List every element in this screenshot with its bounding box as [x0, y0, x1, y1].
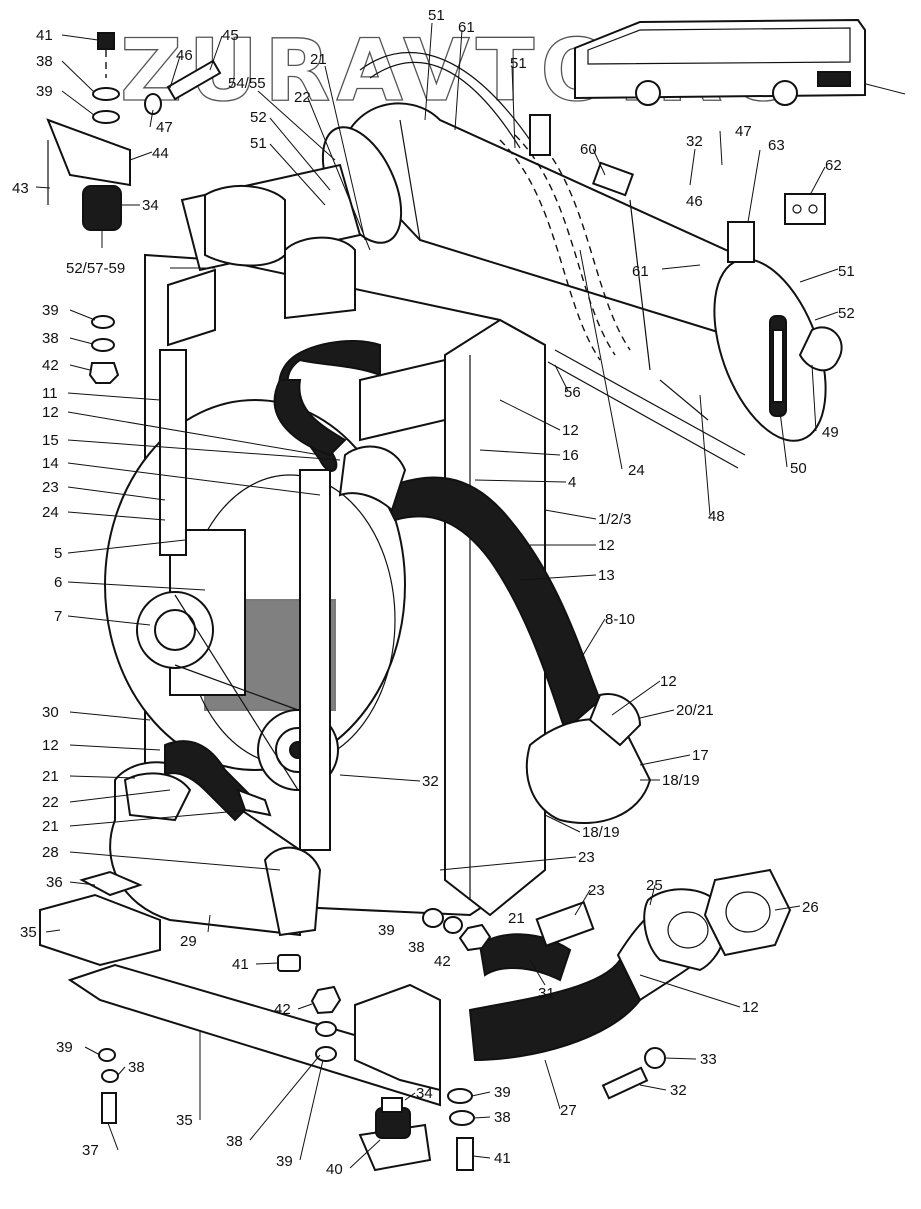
label-12-f: 12: [742, 999, 759, 1016]
label-47-right: 47: [735, 123, 752, 140]
label-35-left: 35: [20, 924, 37, 941]
label-32-low: 32: [670, 1082, 687, 1099]
label-39-mid: 39: [378, 922, 395, 939]
label-12-d: 12: [660, 673, 677, 690]
label-51-mid: 51: [510, 55, 527, 72]
label-43: 43: [12, 180, 29, 197]
label-37: 37: [82, 1142, 99, 1159]
label-46-top: 46: [176, 47, 193, 64]
label-5: 5: [54, 545, 62, 562]
part-labels: 41 38 39 47 46 45 54/55 52 51 21 22 51 6…: [12, 7, 855, 1178]
label-17: 17: [692, 747, 709, 764]
label-28: 28: [42, 844, 59, 861]
label-18-19-a: 18/19: [662, 772, 700, 789]
label-47-top: 47: [156, 119, 173, 136]
label-49: 49: [822, 424, 839, 441]
label-4: 4: [568, 474, 576, 491]
label-46-right: 46: [686, 193, 703, 210]
label-42-lower: 42: [274, 1001, 291, 1018]
label-27: 27: [560, 1102, 577, 1119]
label-42-mid: 42: [434, 953, 451, 970]
label-41-low: 41: [494, 1150, 511, 1167]
label-38-top: 38: [36, 53, 53, 70]
label-12-e: 12: [42, 737, 59, 754]
label-24-right: 24: [628, 462, 645, 479]
label-32-mid: 32: [422, 773, 439, 790]
label-35-low: 35: [176, 1112, 193, 1129]
label-16: 16: [562, 447, 579, 464]
label-22-lower: 22: [42, 794, 59, 811]
label-21-b: 21: [42, 818, 59, 835]
label-34-low: 34: [416, 1085, 433, 1102]
label-61-right: 61: [632, 263, 649, 280]
label-12-a: 12: [42, 404, 59, 421]
label-12-c: 12: [598, 537, 615, 554]
label-54-55: 54/55: [228, 75, 266, 92]
label-14: 14: [42, 455, 59, 472]
label-39-top: 39: [36, 83, 53, 100]
label-12-b: 12: [562, 422, 579, 439]
label-51-right: 51: [838, 263, 855, 280]
label-40: 40: [326, 1161, 343, 1178]
label-38-right-low: 38: [494, 1109, 511, 1126]
label-61-top: 61: [458, 19, 475, 36]
label-56: 56: [564, 384, 581, 401]
label-23-mid: 23: [578, 849, 595, 866]
label-21-a: 21: [42, 768, 59, 785]
label-8-10: 8-10: [605, 611, 635, 628]
muffler: [321, 102, 827, 442]
label-51-top: 51: [428, 7, 445, 24]
label-50: 50: [790, 460, 807, 477]
mount-bolt-stack: [92, 32, 222, 124]
label-38-left-low: 38: [128, 1059, 145, 1076]
label-52-right: 52: [838, 305, 855, 322]
label-38-left: 38: [42, 330, 59, 347]
label-32-top: 32: [686, 133, 703, 150]
label-18-19-b: 18/19: [582, 824, 620, 841]
label-38-mid: 38: [408, 939, 425, 956]
label-60: 60: [580, 141, 597, 158]
label-39-left-low: 39: [56, 1039, 73, 1056]
label-33: 33: [700, 1051, 717, 1068]
label-42-left: 42: [42, 357, 59, 374]
label-1-2-3: 1/2/3: [598, 511, 631, 528]
label-29: 29: [180, 933, 197, 950]
label-22-top: 22: [294, 89, 311, 106]
leader-lines: [35, 22, 839, 1169]
label-34-top: 34: [142, 197, 159, 214]
label-45: 45: [222, 27, 239, 44]
label-39-left: 39: [42, 302, 59, 319]
label-39-right-low: 39: [494, 1084, 511, 1101]
label-30: 30: [42, 704, 59, 721]
label-52-top: 52: [250, 109, 267, 126]
label-36: 36: [46, 874, 63, 891]
label-23-right: 23: [588, 882, 605, 899]
label-21-c: 21: [508, 910, 525, 927]
label-48: 48: [708, 508, 725, 525]
label-7: 7: [54, 608, 62, 625]
label-20-21: 20/21: [676, 702, 714, 719]
label-62: 62: [825, 157, 842, 174]
label-24-left: 24: [42, 504, 59, 521]
label-41-top: 41: [36, 27, 53, 44]
bus-icon: [574, 18, 906, 106]
label-51-left: 51: [250, 135, 267, 152]
label-41-mid: 41: [232, 956, 249, 973]
label-13: 13: [598, 567, 615, 584]
label-52-57-59: 52/57-59: [66, 260, 125, 277]
label-44: 44: [152, 145, 169, 162]
label-11: 11: [42, 385, 58, 402]
label-38-low: 38: [226, 1133, 243, 1150]
label-23-left: 23: [42, 479, 59, 496]
label-31: 31: [538, 985, 555, 1002]
label-39-low: 39: [276, 1153, 293, 1170]
label-21-top: 21: [310, 51, 327, 68]
label-25: 25: [646, 877, 663, 894]
label-15: 15: [42, 432, 59, 449]
label-26: 26: [802, 899, 819, 916]
label-63: 63: [768, 137, 785, 154]
label-6: 6: [54, 574, 62, 591]
